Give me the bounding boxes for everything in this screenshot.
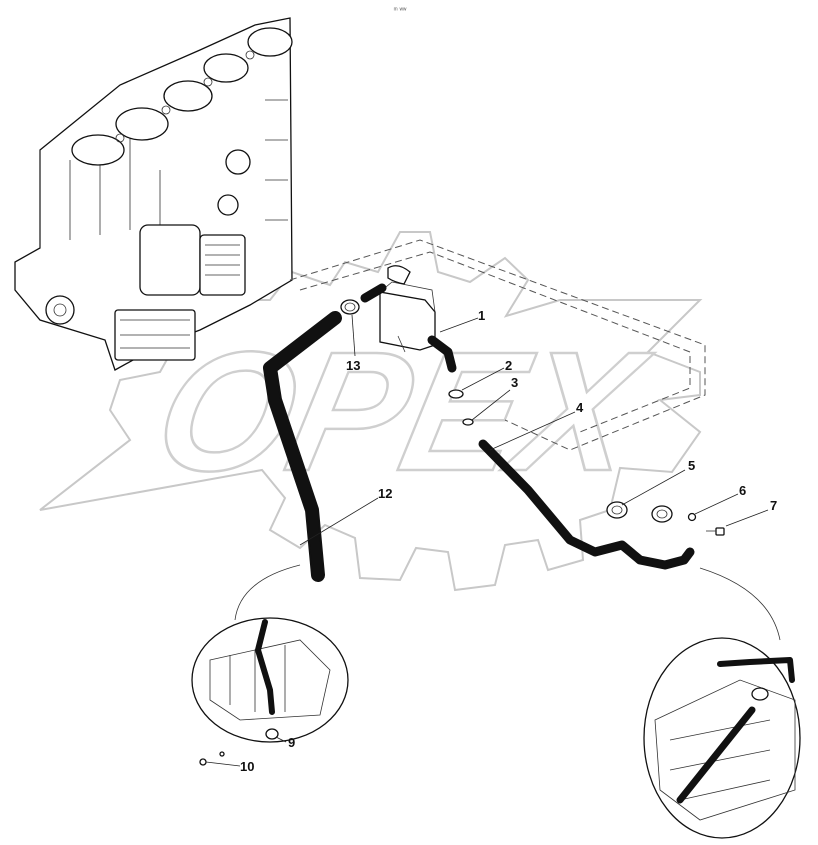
part-1-breather-housing bbox=[379, 265, 457, 373]
watermark-gear-outline bbox=[39, 231, 703, 592]
detail-view-lower-left bbox=[191, 564, 349, 743]
part-7-bolt bbox=[706, 527, 725, 536]
callout-7: 7 bbox=[770, 498, 777, 513]
callout-13: 13 bbox=[346, 358, 360, 373]
dashed-mounting-outline-inner bbox=[299, 251, 691, 433]
callout-9: 9 bbox=[288, 735, 295, 750]
header-mark: ᵐ ʷʷ bbox=[394, 7, 407, 14]
callout-5: 5 bbox=[688, 458, 695, 473]
callout-3: 3 bbox=[511, 375, 518, 390]
engine-block-illustration bbox=[14, 17, 293, 371]
callout-2: 2 bbox=[505, 358, 512, 373]
opex-watermark-logo: OPEX bbox=[39, 231, 703, 592]
callouts: 1 2 3 4 5 6 7 9 10 12 13 bbox=[205, 308, 777, 774]
part-3-seal bbox=[462, 418, 474, 426]
callout-10: 10 bbox=[240, 759, 254, 774]
part-5-clamps bbox=[606, 501, 673, 523]
callout-1: 1 bbox=[478, 308, 485, 323]
part-4-return-pipe bbox=[478, 439, 695, 570]
part-6-washer bbox=[687, 512, 697, 522]
dashed-mounting-outline bbox=[289, 239, 706, 451]
part-2-o-ring bbox=[448, 389, 464, 399]
part-10-washer-2 bbox=[219, 751, 225, 757]
part-12-breather-pipe bbox=[263, 311, 342, 582]
callout-6: 6 bbox=[739, 483, 746, 498]
callout-4: 4 bbox=[576, 400, 584, 415]
callout-12: 12 bbox=[378, 486, 392, 501]
watermark-text: OPEX bbox=[141, 317, 663, 507]
detail-view-lower-right bbox=[643, 567, 801, 839]
part-13-clamp bbox=[340, 299, 360, 315]
part-10-washer bbox=[199, 758, 207, 766]
